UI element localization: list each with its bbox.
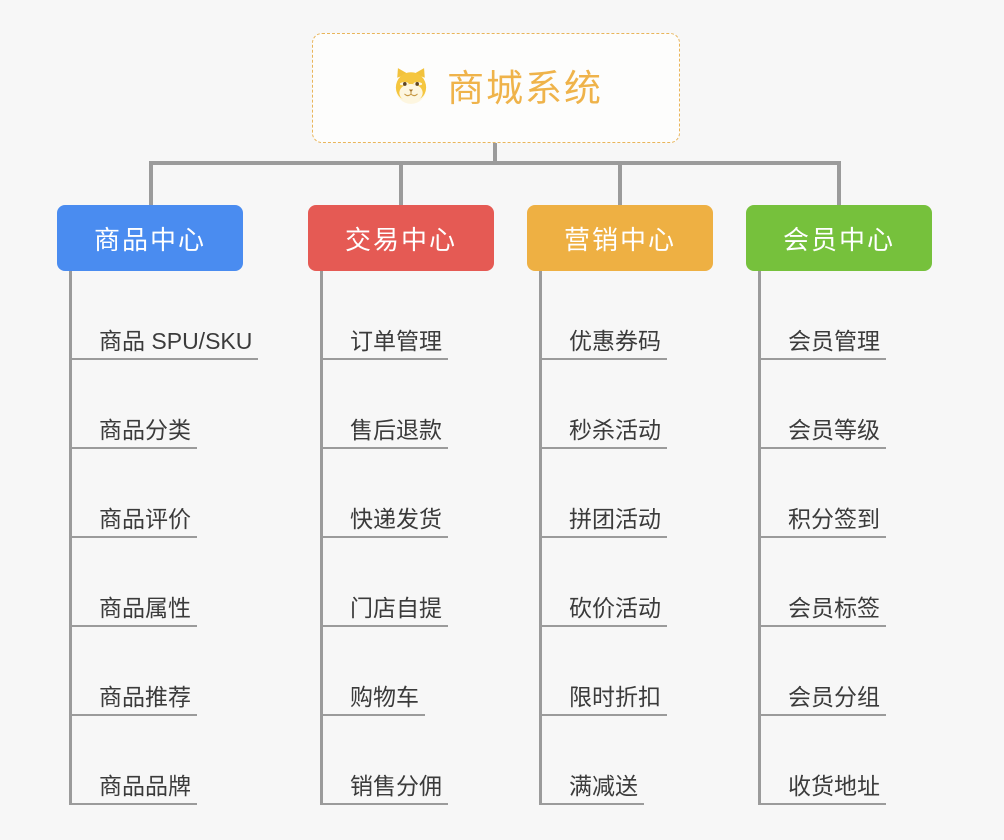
leaf-label: 会员标签: [758, 595, 886, 627]
branch-header-trade[interactable]: 交易中心: [308, 205, 494, 271]
leaf-item[interactable]: 会员分组: [746, 627, 932, 716]
leaf-item[interactable]: 购物车: [308, 627, 494, 716]
root-title: 商城系统: [447, 67, 603, 109]
leaf-item[interactable]: 收货地址: [746, 716, 932, 805]
leaf-label: 商品评价: [69, 506, 197, 538]
leaf-item[interactable]: 限时折扣: [527, 627, 713, 716]
leaf-item[interactable]: 积分签到: [746, 449, 932, 538]
leaf-list-product: 商品 SPU/SKU 商品分类 商品评价 商品属性 商品推荐 商品品牌: [57, 271, 259, 805]
leaf-item[interactable]: 门店自提: [308, 538, 494, 627]
leaf-label: 优惠券码: [539, 328, 667, 360]
leaf-list-trade: 订单管理 售后退款 快递发货 门店自提 购物车 销售分佣: [308, 271, 494, 805]
leaf-label: 秒杀活动: [539, 417, 667, 449]
leaf-label: 商品品牌: [69, 773, 197, 805]
leaf-item[interactable]: 拼团活动: [527, 449, 713, 538]
connector-drop-4: [837, 161, 841, 205]
branch-column-trade: 交易中心 订单管理 售后退款 快递发货 门店自提 购物车 销售分佣: [308, 205, 494, 805]
branch-column-member: 会员中心 会员管理 会员等级 积分签到 会员标签 会员分组 收货地址: [746, 205, 932, 805]
leaf-label: 商品属性: [69, 595, 197, 627]
leaf-label: 商品分类: [69, 417, 197, 449]
leaf-label: 会员分组: [758, 684, 886, 716]
leaf-item[interactable]: 商品品牌: [57, 716, 258, 805]
leaf-item[interactable]: 会员等级: [746, 360, 932, 449]
leaf-label: 售后退款: [320, 417, 448, 449]
branch-header-label: 商品中心: [93, 224, 206, 255]
branch-column-product: 商品中心 商品 SPU/SKU 商品分类 商品评价 商品属性 商品推荐 商品品牌: [57, 205, 259, 805]
leaf-item[interactable]: 商品推荐: [57, 627, 258, 716]
branch-header-member[interactable]: 会员中心: [746, 205, 932, 271]
leaf-label: 会员管理: [758, 328, 886, 360]
leaf-item[interactable]: 商品分类: [57, 360, 258, 449]
leaf-label: 门店自提: [320, 595, 448, 627]
leaf-item[interactable]: 商品属性: [57, 538, 258, 627]
root-node[interactable]: 商城系统: [312, 33, 680, 143]
leaf-label: 限时折扣: [539, 684, 667, 716]
leaf-item[interactable]: 会员标签: [746, 538, 932, 627]
leaf-item[interactable]: 满减送: [527, 716, 713, 805]
branch-column-marketing: 营销中心 优惠券码 秒杀活动 拼团活动 砍价活动 限时折扣 满减送: [527, 205, 713, 805]
branch-header-product[interactable]: 商品中心: [57, 205, 243, 271]
leaf-item[interactable]: 砍价活动: [527, 538, 713, 627]
leaf-list-member: 会员管理 会员等级 积分签到 会员标签 会员分组 收货地址: [746, 271, 932, 805]
leaf-item[interactable]: 秒杀活动: [527, 360, 713, 449]
leaf-list-marketing: 优惠券码 秒杀活动 拼团活动 砍价活动 限时折扣 满减送: [527, 271, 713, 805]
branch-header-label: 营销中心: [563, 224, 676, 255]
connector-drop-1: [149, 161, 153, 205]
leaf-label: 购物车: [320, 684, 425, 716]
leaf-spine: [320, 271, 323, 805]
leaf-label: 收货地址: [758, 773, 886, 805]
connector-root-stem: [493, 143, 497, 164]
leaf-item[interactable]: 商品评价: [57, 449, 258, 538]
branch-header-marketing[interactable]: 营销中心: [527, 205, 713, 271]
leaf-label: 快递发货: [320, 506, 448, 538]
leaf-label: 会员等级: [758, 417, 886, 449]
leaf-label: 积分签到: [758, 506, 886, 538]
dog-face-icon: [389, 64, 433, 113]
leaf-item[interactable]: 销售分佣: [308, 716, 494, 805]
leaf-label: 销售分佣: [320, 773, 448, 805]
leaf-spine: [758, 271, 761, 805]
leaf-label: 订单管理: [320, 328, 448, 360]
leaf-spine: [69, 271, 72, 805]
leaf-item[interactable]: 商品 SPU/SKU: [57, 271, 259, 360]
connector-horizontal-bus: [149, 161, 841, 165]
leaf-item[interactable]: 快递发货: [308, 449, 494, 538]
branch-header-label: 会员中心: [782, 224, 895, 255]
leaf-label: 满减送: [539, 773, 644, 805]
leaf-item[interactable]: 售后退款: [308, 360, 494, 449]
leaf-label: 砍价活动: [539, 595, 667, 627]
leaf-item[interactable]: 订单管理: [308, 271, 494, 360]
leaf-label: 商品推荐: [69, 684, 197, 716]
connector-drop-3: [618, 161, 622, 205]
leaf-label: 商品 SPU/SKU: [69, 328, 259, 360]
leaf-spine: [539, 271, 542, 805]
leaf-label: 拼团活动: [539, 506, 667, 538]
connector-drop-2: [399, 161, 403, 205]
leaf-item[interactable]: 优惠券码: [527, 271, 713, 360]
leaf-item[interactable]: 会员管理: [746, 271, 932, 360]
branch-header-label: 交易中心: [344, 224, 457, 255]
